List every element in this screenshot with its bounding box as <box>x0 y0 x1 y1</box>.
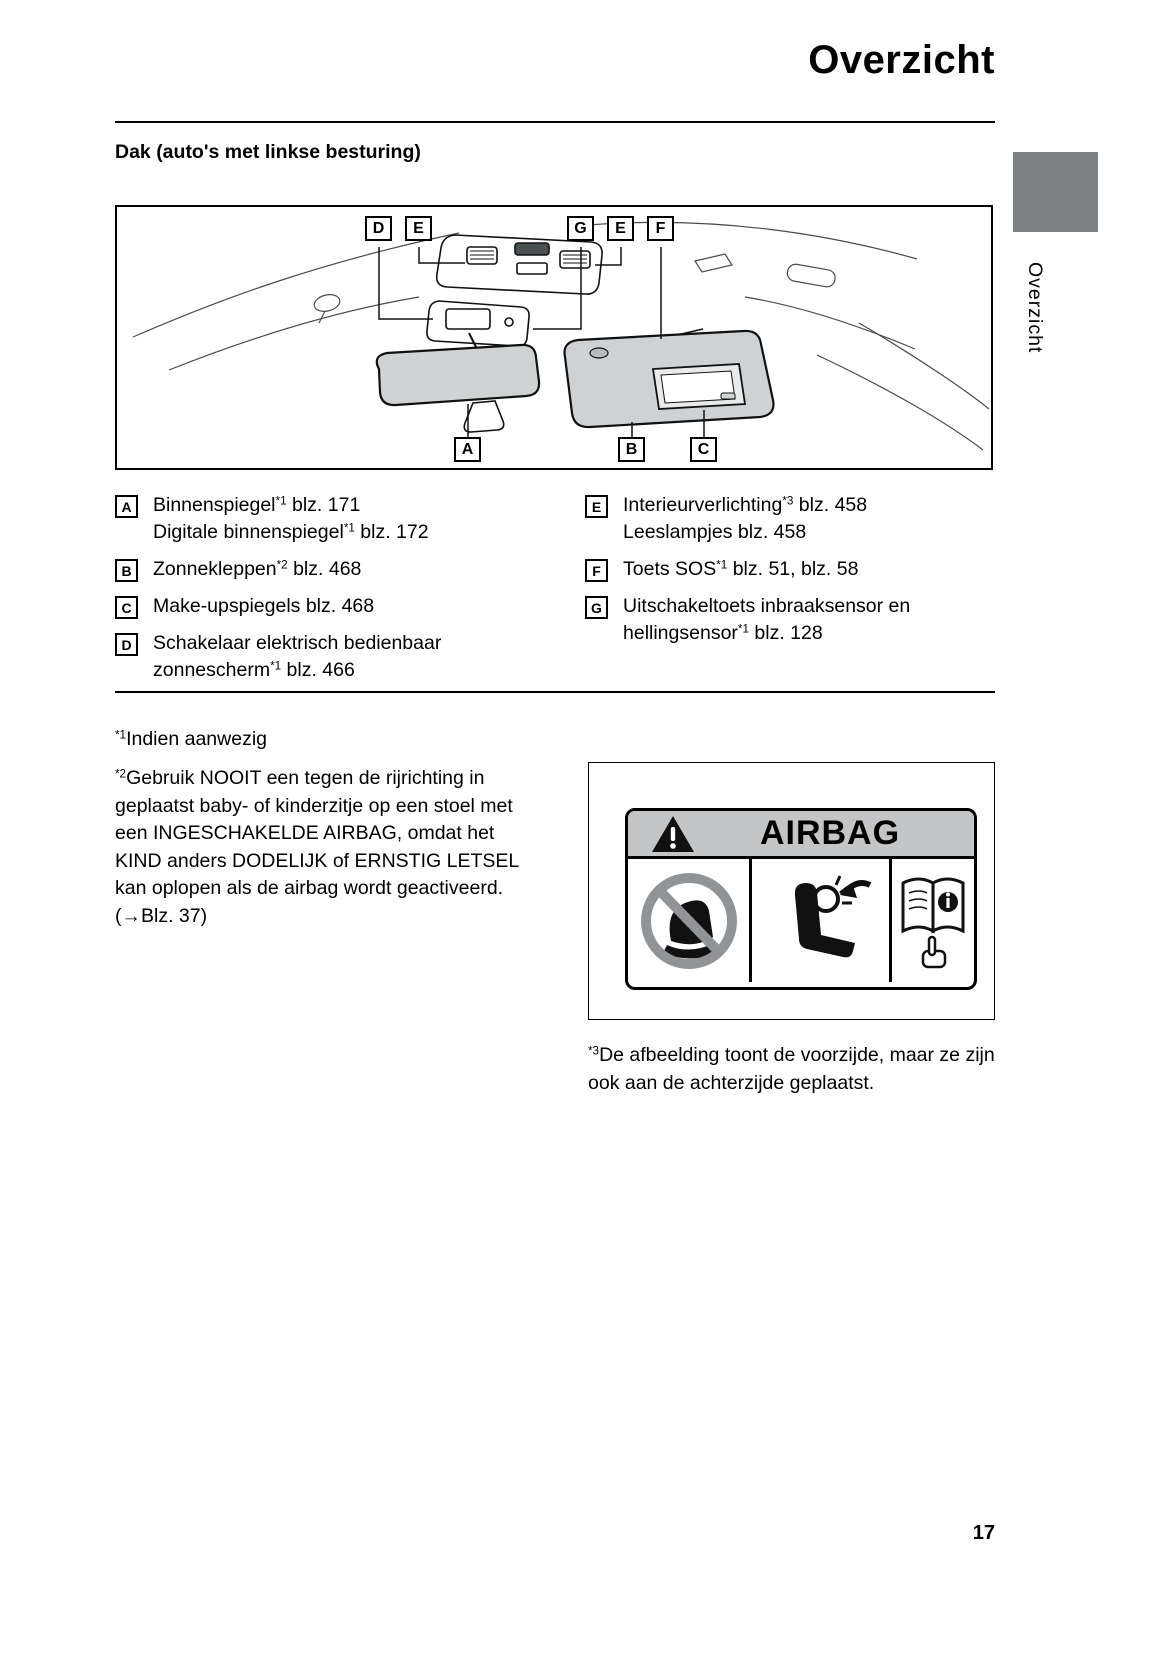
chapter-tab-label: Overzicht <box>1024 262 1046 354</box>
callout-key-A: A <box>115 495 138 518</box>
callout-box-E2: E <box>607 216 634 241</box>
section-heading: Dak (auto's met linkse besturing) <box>115 141 421 163</box>
callout-leader-lines <box>378 247 705 437</box>
title-divider <box>115 121 995 123</box>
legend-item-A: A Binnenspiegel*1 blz. 171 Digitale binn… <box>115 492 585 546</box>
legend-text: Schakelaar elektrisch bedienbaar zonnesc… <box>153 632 442 681</box>
roof-illustration <box>132 221 990 451</box>
callout-box-F: F <box>647 216 674 241</box>
callout-key-C: C <box>115 596 138 619</box>
rearview-mirror-drawing <box>375 332 541 433</box>
legend-text: Uitschakeltoets inbraaksensor en helling… <box>623 595 911 644</box>
legend-divider <box>115 691 995 693</box>
airbag-warning-figure: AIRBAG <box>588 762 995 1020</box>
callout-box-A: A <box>454 437 481 462</box>
page-number: 17 <box>972 1522 995 1544</box>
legend: A Binnenspiegel*1 blz. 171 Digitale binn… <box>115 492 995 694</box>
airbag-label-title: AIRBAG <box>759 814 901 852</box>
legend-item-B: B Zonnekleppen*2 blz. 468 <box>115 556 585 583</box>
legend-item-F: F Toets SOS*1 blz. 51, blz. 58 <box>585 556 995 583</box>
roof-diagram: D E G E F A B C <box>115 205 993 470</box>
legend-column-left: A Binnenspiegel*1 blz. 171 Digitale binn… <box>115 492 585 694</box>
callout-key-E: E <box>585 495 608 518</box>
legend-text: Digitale binnenspiegel*1 blz. 172 <box>153 521 429 543</box>
callout-key-B: B <box>115 559 138 582</box>
pointing-hand-icon <box>921 935 947 968</box>
callout-key-D: D <box>115 633 138 656</box>
legend-text: Binnenspiegel*1 blz. 171 <box>153 494 361 516</box>
chapter-tab <box>1013 152 1098 232</box>
legend-column-right: E Interieurverlichting*3 blz. 458 Leesla… <box>585 492 995 694</box>
legend-item-E: E Interieurverlichting*3 blz. 458 Leesla… <box>585 492 995 546</box>
warning-triangle-icon <box>652 815 694 852</box>
callout-box-C: C <box>690 437 717 462</box>
console-lower-unit-drawing <box>426 300 530 347</box>
legend-text: Make-upspiegels blz. 468 <box>153 595 375 617</box>
legend-item-D: D Schakelaar elektrisch bedienbaar zonne… <box>115 630 585 684</box>
callout-key-F: F <box>585 559 608 582</box>
footnote-3: *3De afbeelding toont de voorzijde, maar… <box>588 1044 995 1094</box>
callout-box-G: G <box>567 216 594 241</box>
callout-box-D: D <box>365 216 392 241</box>
page-title: Overzicht <box>808 38 995 82</box>
roof-sketch-lines <box>132 221 990 451</box>
callout-box-E1: E <box>405 216 432 241</box>
no-rear-facing-child-seat-icon <box>640 872 737 969</box>
airbag-deployment-icon <box>794 874 871 957</box>
legend-text: Toets SOS*1 blz. 51, blz. 58 <box>623 558 859 580</box>
callout-box-B: B <box>618 437 645 462</box>
legend-text: Interieurverlichting*3 blz. 458 <box>623 494 868 516</box>
legend-item-G: G Uitschakeltoets inbraaksensor en helli… <box>585 593 995 647</box>
legend-text: Leeslampjes blz. 458 <box>623 521 807 543</box>
owner-manual-icon <box>901 877 965 968</box>
legend-item-C: C Make-upspiegels blz. 468 <box>115 593 585 620</box>
overhead-console-drawing <box>435 234 603 295</box>
airbag-label-body <box>628 859 974 982</box>
airbag-warning-label: AIRBAG <box>625 808 977 990</box>
airbag-label-header: AIRBAG <box>628 811 974 859</box>
callout-key-G: G <box>585 596 608 619</box>
footnote-2: *2Gebruik NOOIT een tegen de rijrichting… <box>115 767 519 927</box>
grab-handle-sketch <box>786 263 836 288</box>
legend-text: Zonnekleppen*2 blz. 468 <box>153 558 362 580</box>
sun-visor-drawing <box>563 328 775 429</box>
footnote-1: *1Indien aanwezig <box>115 728 267 750</box>
